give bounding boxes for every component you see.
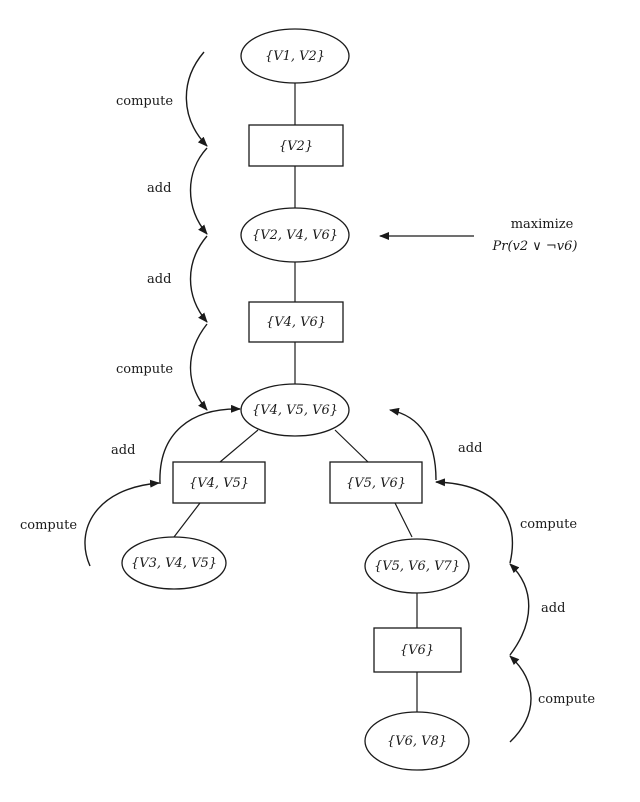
add-arc-1 xyxy=(189,147,208,235)
compute-arc-4 xyxy=(509,655,532,743)
tree-edges xyxy=(173,83,418,712)
node-label: {V5, V6} xyxy=(346,476,406,491)
node-label: {V6} xyxy=(400,643,434,658)
flow-label-compute: compute xyxy=(538,692,595,707)
node-label: {V5, V6, V7} xyxy=(374,559,460,574)
cluster-node-v6-v8: {V6, V8} xyxy=(364,711,470,771)
cluster-node-v4-v5-v6: {V4, V5, V6} xyxy=(240,383,350,437)
flow-label-compute: compute xyxy=(520,517,577,532)
right-flow xyxy=(389,407,532,743)
node-label: {V3, V4, V5} xyxy=(131,556,217,571)
cluster-node-v5-v6-v7: {V5, V6, V7} xyxy=(364,538,470,594)
add-arc-4 xyxy=(509,563,530,656)
compute-arc-1 xyxy=(185,51,208,147)
query-line-2: Pr(v2 ∨ ¬v6) xyxy=(491,239,577,254)
separator-node-v2: {V2} xyxy=(248,124,344,167)
edge-n5-s6 xyxy=(219,429,259,463)
separator-node-v6: {V6} xyxy=(373,627,462,673)
edge-s7-n9 xyxy=(394,502,413,538)
cluster-node-v1-v2: {V1, V2} xyxy=(240,28,350,84)
add-arc-5 xyxy=(389,407,437,481)
node-label: {V2, V4, V6} xyxy=(252,228,338,243)
edge-s6-n8 xyxy=(173,502,201,538)
flow-label-compute: compute xyxy=(116,94,173,109)
node-label: {V6, V8} xyxy=(387,734,447,749)
compute-arc-5 xyxy=(435,478,514,564)
cluster-node-v2-v4-v6: {V2, V4, V6} xyxy=(240,207,350,263)
node-label: {V4, V6} xyxy=(266,315,326,330)
add-arc-3 xyxy=(159,404,241,485)
node-label: {V4, V5} xyxy=(189,476,249,491)
node-label: {V4, V5, V6} xyxy=(252,403,338,418)
edge-n5-s7 xyxy=(334,429,369,463)
lower-left-flow xyxy=(84,404,241,567)
cluster-node-v3-v4-v5: {V3, V4, V5} xyxy=(121,536,227,590)
compute-arc-2 xyxy=(189,323,208,411)
separator-node-v5-v6: {V5, V6} xyxy=(329,461,423,504)
flow-label-add: add xyxy=(458,441,482,456)
flow-label-compute: compute xyxy=(116,362,173,377)
compute-arc-3 xyxy=(84,479,160,567)
query-line-1: maximize xyxy=(511,217,574,232)
flow-label-add: add xyxy=(111,443,135,458)
node-label: {V1, V2} xyxy=(265,49,325,64)
flow-label-add: add xyxy=(147,181,171,196)
add-arc-2 xyxy=(189,235,208,323)
flow-label-add: add xyxy=(147,272,171,287)
separator-node-v4-v5: {V4, V5} xyxy=(172,461,266,504)
left-upper-flow xyxy=(185,51,208,411)
separator-node-v4-v6: {V4, V6} xyxy=(248,301,344,343)
flow-label-add: add xyxy=(541,601,565,616)
node-label: {V2} xyxy=(279,139,313,154)
flow-label-compute: compute xyxy=(20,518,77,533)
